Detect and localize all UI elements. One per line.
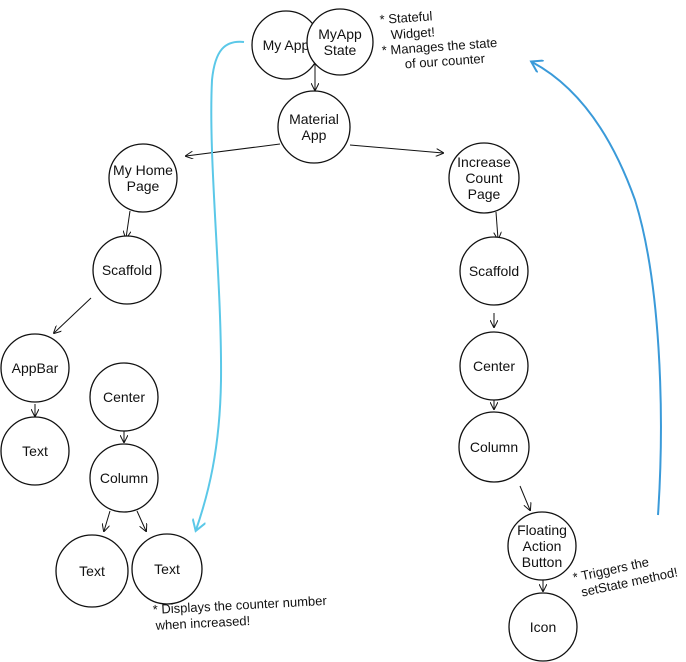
node-label: Scaffold <box>102 262 152 278</box>
edge-column-textb <box>136 510 146 531</box>
node-circle <box>131 533 203 605</box>
node-label: Floating <box>517 522 567 538</box>
annotation-line: * Stateful <box>379 8 433 27</box>
node-center-right: Center <box>459 331 529 401</box>
node-circle <box>507 511 577 581</box>
node-label: Increase <box>457 154 511 170</box>
node-label: Column <box>100 470 148 486</box>
edge-increasecount-scaffold <box>496 211 498 239</box>
annotation-line: of our counter <box>404 51 486 72</box>
node-circle <box>448 142 520 214</box>
node-scaffold-right: Scaffold <box>459 236 529 306</box>
tree-edges <box>35 64 543 591</box>
edge-scaffold-appbar <box>54 297 92 333</box>
settstate-flow-arrow <box>532 62 662 516</box>
node-label: Center <box>103 389 145 405</box>
node-column-left: Column <box>89 443 159 513</box>
node-label: My App <box>263 37 310 53</box>
node-circle <box>508 592 578 662</box>
node-center-left: Center <box>89 362 159 432</box>
node-circle <box>108 143 178 213</box>
node-circle <box>0 333 70 403</box>
node-circle <box>306 8 374 76</box>
node-circle <box>458 411 530 483</box>
annotation-line: when increased! <box>154 613 250 633</box>
node-label: Scaffold <box>469 263 519 279</box>
node-label: Text <box>154 561 180 577</box>
node-label: MyApp <box>318 26 362 42</box>
node-label: Material <box>289 111 339 127</box>
annotation-line: Widget! <box>390 24 435 42</box>
node-label: Page <box>468 186 501 202</box>
node-text-a: Text <box>55 534 129 608</box>
node-label: Text <box>79 563 105 579</box>
node-label: Page <box>127 178 160 194</box>
node-label: Icon <box>530 619 556 635</box>
node-label: Text <box>22 443 48 459</box>
node-column-right: Column <box>458 411 530 483</box>
node-circle <box>89 362 159 432</box>
node-appbar: AppBar <box>0 333 70 403</box>
node-circle <box>277 90 351 164</box>
edge-material-homepage <box>186 143 281 156</box>
node-circle <box>459 236 529 306</box>
node-circle <box>0 416 70 486</box>
node-icon: Icon <box>508 592 578 662</box>
node-label: Column <box>470 439 518 455</box>
node-circle <box>92 235 162 305</box>
node-my-app: My App <box>251 10 321 80</box>
node-label: Action <box>523 538 562 554</box>
node-label: My Home <box>113 162 173 178</box>
edge-column-texta <box>104 510 111 531</box>
node-scaffold-left: Scaffold <box>92 235 162 305</box>
edge-column-fab <box>519 485 530 510</box>
node-label: Center <box>473 358 515 374</box>
node-circle <box>459 331 529 401</box>
node-label: Button <box>522 554 562 570</box>
node-label: Count <box>465 170 502 186</box>
edge-homepage-scaffold <box>126 210 130 238</box>
node-circle <box>55 534 129 608</box>
node-label: State <box>324 42 357 58</box>
node-label: AppBar <box>12 360 59 376</box>
node-text-b: Text <box>131 533 203 605</box>
node-circle <box>89 443 159 513</box>
edge-material-increasecount <box>349 144 443 153</box>
display-flow-arrow <box>196 40 245 530</box>
node-label: App <box>302 127 327 143</box>
node-text-appbar: Text <box>0 416 70 486</box>
